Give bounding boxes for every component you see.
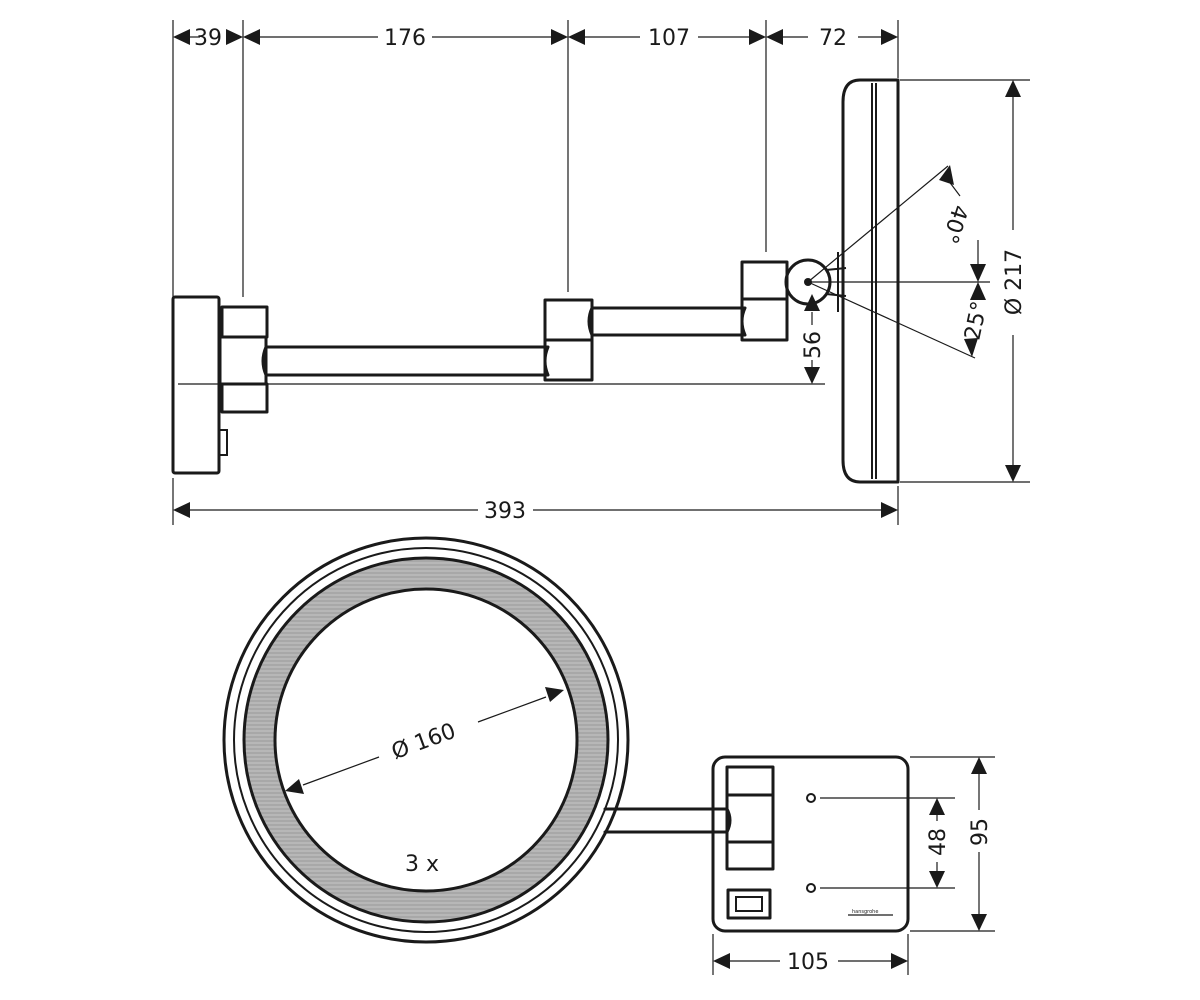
box-joint-bottom [725, 840, 775, 871]
dim-angle-40: 40° [936, 165, 986, 282]
front-arm [603, 807, 732, 834]
mirror-rim-line [233, 547, 619, 933]
magnification-label: 3 x [405, 852, 439, 877]
dim-72-label: 72 [819, 26, 847, 51]
dim-angle-25: 25° [960, 282, 993, 357]
box-joint-middle [725, 793, 775, 844]
dim-56-label: 56 [801, 331, 826, 359]
wall-plate-switch [218, 429, 228, 456]
brand-logo: hansgrohe [852, 909, 878, 915]
front-extension-lines [712, 756, 995, 975]
side-view: 39 176 107 72 393 Ø 217 56 [171, 20, 1030, 525]
mirror-glass [273, 587, 579, 893]
wall-joint-middle [218, 335, 268, 386]
dim-overall-width: 393 [173, 499, 898, 524]
arm-segment-2 [587, 306, 747, 337]
box-joint-top [725, 765, 775, 797]
wall-box [711, 755, 910, 933]
wall-plate [171, 295, 221, 475]
dim-176-label: 176 [384, 26, 426, 51]
middle-joint-upper [543, 298, 594, 342]
wall-joint-bottom [220, 382, 269, 414]
power-switch-face [735, 896, 763, 912]
upper-joint-bottom [740, 297, 789, 342]
mount-hole-bottom [806, 883, 816, 893]
dim-107-label: 107 [648, 26, 690, 51]
front-view: Ø 160 3 x hansgrohe 48 [222, 536, 995, 975]
dim-48: 48 [926, 798, 951, 888]
dim-56: 56 [801, 294, 826, 384]
dim-mirror-diameter: Ø 217 [1002, 80, 1027, 482]
wall-joint-top [220, 305, 269, 339]
dim-393-label: 393 [484, 499, 526, 524]
arm-segment-1 [261, 345, 550, 377]
mount-hole-top [806, 793, 816, 803]
dim-chain-top: 39 176 107 72 [173, 26, 898, 51]
power-switch [726, 888, 772, 920]
dim-105: 105 [713, 950, 908, 975]
angle-25-label: 25° [960, 299, 993, 342]
mirror-outer-rim [222, 536, 630, 944]
angle-40-label: 40° [936, 202, 972, 247]
dim-95-label: 95 [968, 818, 993, 846]
dim-95: 95 [968, 757, 993, 931]
dim-39-label: 39 [194, 26, 222, 51]
dim-105-label: 105 [787, 950, 829, 975]
mirror-glass-line [871, 83, 877, 479]
dim-48-label: 48 [926, 828, 951, 856]
dim-217-label: Ø 217 [1002, 249, 1027, 315]
upper-joint-top [740, 260, 789, 301]
mirror-profile [841, 78, 900, 484]
side-extension-lines [172, 20, 1030, 525]
middle-joint-lower [543, 338, 594, 382]
